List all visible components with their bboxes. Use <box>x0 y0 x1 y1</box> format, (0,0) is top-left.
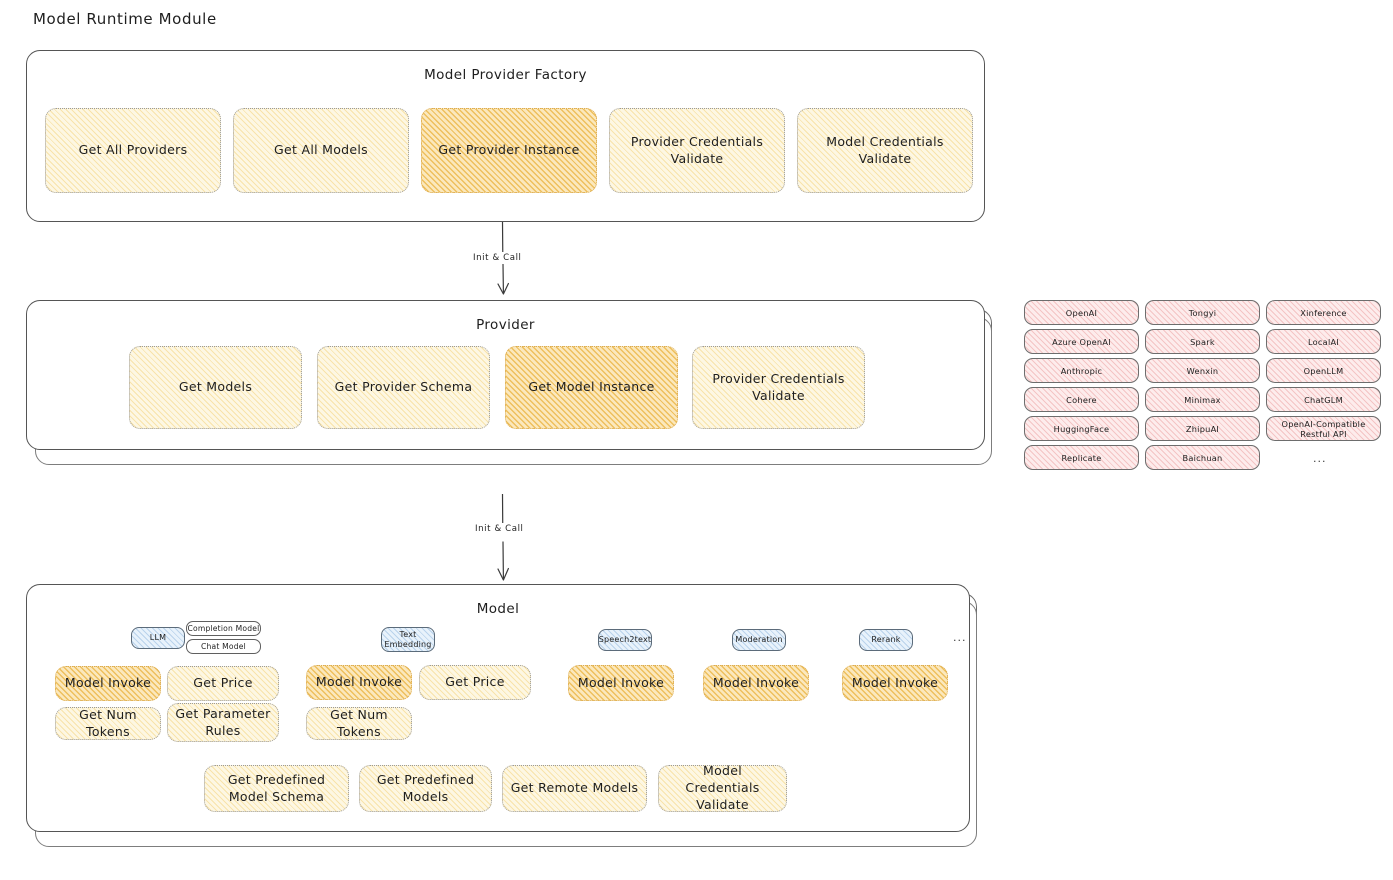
factory-item-get-provider-instance[interactable]: Get Provider Instance <box>421 108 597 193</box>
model-panel[interactable]: Model LLM Completion Model Chat Model Mo… <box>26 584 977 847</box>
model-provider-factory-panel[interactable]: Model Provider Factory Get All Providers… <box>26 50 985 222</box>
arrow-label-init-call-1: Init & Call <box>470 252 525 264</box>
provider-item-get-model-instance[interactable]: Get Model Instance <box>505 346 678 429</box>
model-op-text-embedding-get-num-tokens[interactable]: Get Num Tokens <box>306 707 412 740</box>
model-common-op-get-remote-models[interactable]: Get Remote Models <box>502 765 647 812</box>
provider-chip-openai[interactable]: OpenAI <box>1024 300 1139 325</box>
provider-list-more: ... <box>1313 452 1327 465</box>
model-common-op-get-predefined-models[interactable]: Get Predefined Models <box>359 765 492 812</box>
provider-chip-localai[interactable]: LocalAI <box>1266 329 1381 354</box>
factory-item-get-all-models[interactable]: Get All Models <box>233 108 409 193</box>
model-title: Model <box>476 601 520 617</box>
arrow-label-init-call-2: Init & Call <box>472 523 527 535</box>
provider-chip-cohere[interactable]: Cohere <box>1024 387 1139 412</box>
provider-item-get-models[interactable]: Get Models <box>129 346 302 429</box>
provider-chip-openai-compatible-restful-api[interactable]: OpenAI-Compatible Restful API <box>1266 416 1381 441</box>
factory-item-provider-credentials-validate[interactable]: Provider Credentials Validate <box>609 108 785 193</box>
provider-panel[interactable]: Provider Get Models Get Provider Schema … <box>26 300 992 465</box>
provider-chip-xinference[interactable]: Xinference <box>1266 300 1381 325</box>
model-op-text-embedding-get-price[interactable]: Get Price <box>419 665 531 700</box>
provider-chip-huggingface[interactable]: HuggingFace <box>1024 416 1139 441</box>
model-op-rerank-model-invoke[interactable]: Model Invoke <box>842 665 948 701</box>
factory-item-model-credentials-validate[interactable]: Model Credentials Validate <box>797 108 973 193</box>
arrow-factory-to-provider <box>497 222 509 295</box>
model-type-rerank[interactable]: Rerank <box>859 629 913 651</box>
model-op-moderation-model-invoke[interactable]: Model Invoke <box>703 665 809 701</box>
model-common-op-get-predefined-model-schema[interactable]: Get Predefined Model Schema <box>204 765 349 812</box>
provider-item-provider-credentials-validate[interactable]: Provider Credentials Validate <box>692 346 865 429</box>
provider-chip-chatglm[interactable]: ChatGLM <box>1266 387 1381 412</box>
provider-title: Provider <box>476 317 535 333</box>
provider-chip-tongyi[interactable]: Tongyi <box>1145 300 1260 325</box>
provider-chip-azure-openai[interactable]: Azure OpenAI <box>1024 329 1139 354</box>
model-common-op-model-credentials-validate[interactable]: Model Credentials Validate <box>658 763 787 812</box>
provider-item-get-provider-schema[interactable]: Get Provider Schema <box>317 346 490 429</box>
page-title: Model Runtime Module <box>33 10 217 28</box>
provider-chip-baichuan[interactable]: Baichuan <box>1145 445 1260 470</box>
model-op-speech2text-model-invoke[interactable]: Model Invoke <box>568 665 674 701</box>
model-op-llm-get-num-tokens[interactable]: Get Num Tokens <box>55 707 161 740</box>
arrow-provider-to-model <box>497 494 509 581</box>
model-subtype-completion-model[interactable]: Completion Model <box>186 621 261 636</box>
provider-chip-openllm[interactable]: OpenLLM <box>1266 358 1381 383</box>
provider-chip-zhipuai[interactable]: ZhipuAI <box>1145 416 1260 441</box>
model-types-more: ... <box>953 631 967 644</box>
model-type-llm[interactable]: LLM <box>131 627 185 649</box>
model-subtype-chat-model[interactable]: Chat Model <box>186 639 261 654</box>
provider-chip-wenxin[interactable]: Wenxin <box>1145 358 1260 383</box>
model-op-llm-get-price[interactable]: Get Price <box>167 666 279 701</box>
provider-chip-anthropic[interactable]: Anthropic <box>1024 358 1139 383</box>
model-type-text-embedding[interactable]: Text Embedding <box>381 627 435 652</box>
factory-title: Model Provider Factory <box>424 67 587 83</box>
model-op-text-embedding-model-invoke[interactable]: Model Invoke <box>306 665 412 700</box>
model-op-llm-model-invoke[interactable]: Model Invoke <box>55 666 161 701</box>
provider-chip-minimax[interactable]: Minimax <box>1145 387 1260 412</box>
factory-item-get-all-providers[interactable]: Get All Providers <box>45 108 221 193</box>
model-op-llm-get-parameter-rules[interactable]: Get Parameter Rules <box>167 703 279 742</box>
model-type-moderation[interactable]: Moderation <box>732 629 786 651</box>
provider-chip-replicate[interactable]: Replicate <box>1024 445 1139 470</box>
provider-chip-spark[interactable]: Spark <box>1145 329 1260 354</box>
model-type-speech2text[interactable]: Speech2text <box>598 629 652 651</box>
